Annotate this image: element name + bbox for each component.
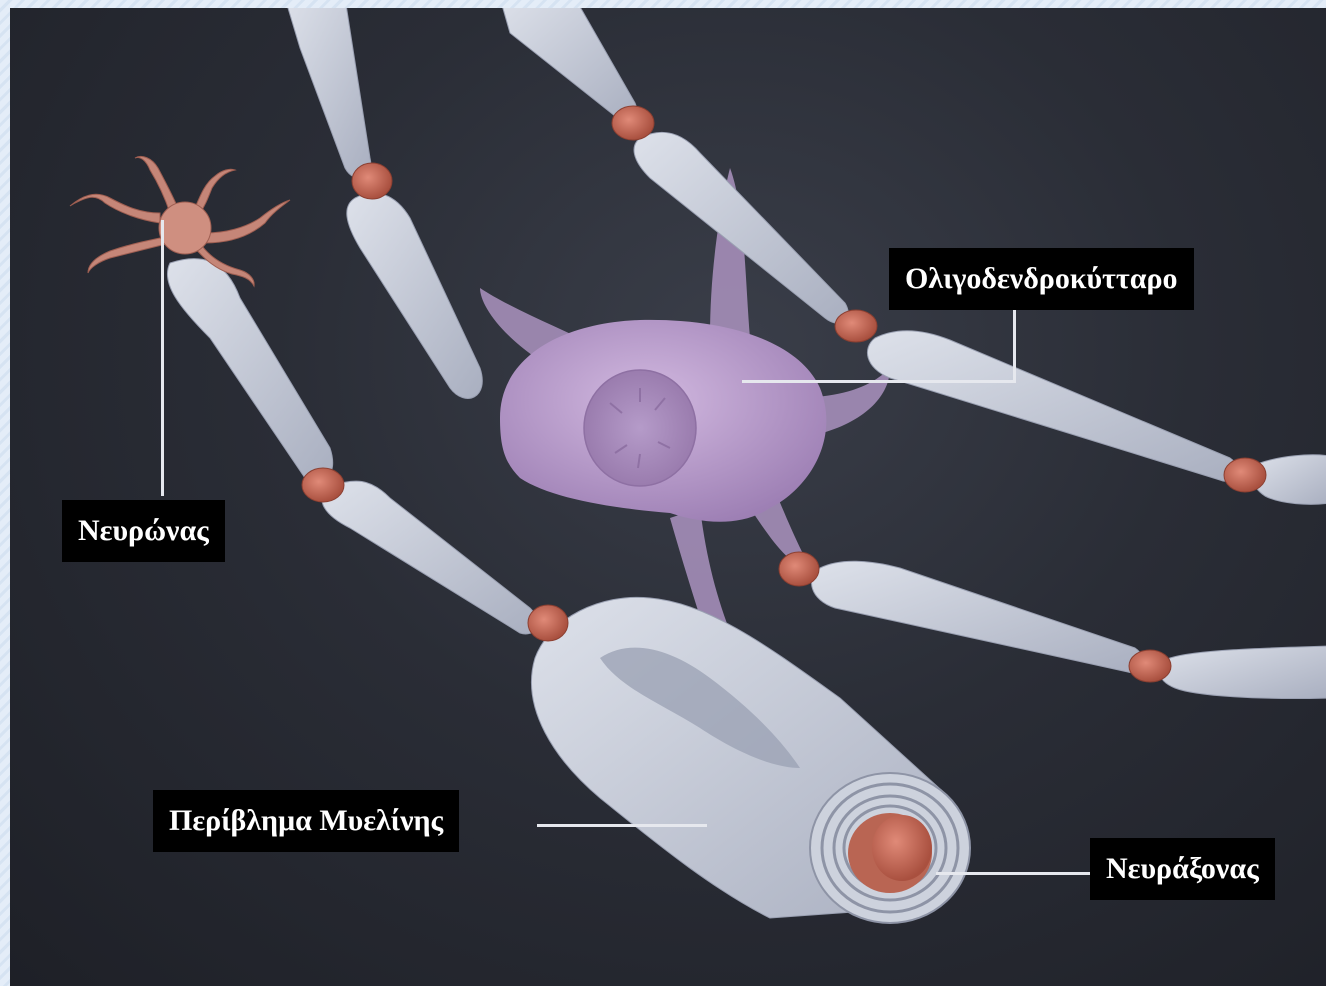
myelin-fiber-lower-right [812,561,1326,698]
myelin-fiber-upper-left [285,8,482,398]
myelin-sheath-label: Περίβλημα Μυελίνης [153,790,459,852]
myelin-leader [537,824,707,827]
oligodendrocyte-label: Ολιγοδενδροκύτταρο [889,248,1194,310]
axon-label: Νευράξονας [1090,838,1275,900]
neuron-label: Νευρώνας [62,500,225,562]
node-of-ranvier [302,468,344,502]
node-of-ranvier [528,605,568,641]
oligodendrocyte-body [500,320,826,522]
oligodendrocyte-leader-horizontal [742,380,1016,383]
node-of-ranvier [835,310,877,342]
neuron-leader-vertical [161,220,164,496]
diagram-panel: Ολιγοδενδροκύτταρο Νευρώνας Περίβλημα Μυ… [10,8,1326,986]
myelin-fiber-left [167,259,537,634]
node-of-ranvier [352,163,392,199]
node-of-ranvier [1129,650,1171,682]
oligodendrocyte-leader-vertical [1013,308,1016,382]
axon-leader [936,872,1090,875]
axon-core [848,813,932,893]
node-of-ranvier [612,106,654,140]
node-of-ranvier [1224,458,1266,492]
node-of-ranvier [779,552,819,586]
